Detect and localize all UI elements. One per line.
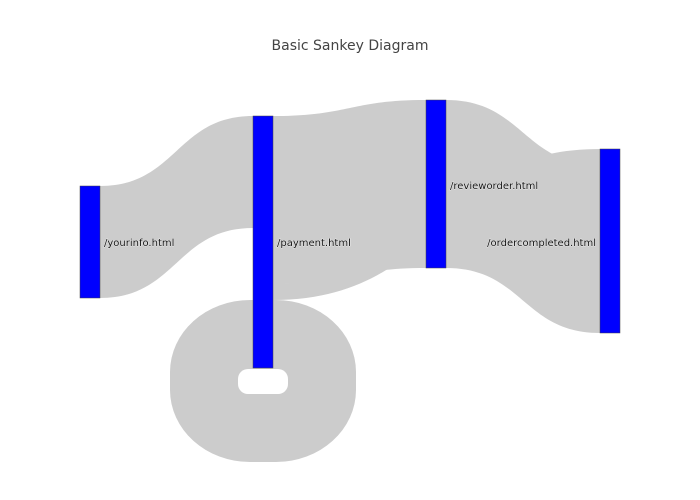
links bbox=[100, 100, 600, 462]
node-payment[interactable] bbox=[252, 115, 274, 369]
node-label-ordercompleted: /ordercompleted.html bbox=[487, 238, 596, 249]
nodes bbox=[79, 99, 621, 394]
node-labels: /yourinfo.html /payment.html /revieworde… bbox=[104, 181, 597, 250]
chart-title: Basic Sankey Diagram bbox=[272, 38, 429, 54]
self-loop-gap bbox=[238, 369, 288, 394]
node-label-revieworder: /revieworder.html bbox=[450, 181, 538, 192]
node-label-yourinfo: /yourinfo.html bbox=[104, 238, 174, 249]
node-ordercompleted[interactable] bbox=[599, 148, 621, 334]
link-yourinfo-to-payment[interactable] bbox=[100, 116, 253, 298]
node-label-payment: /payment.html bbox=[277, 238, 351, 249]
node-yourinfo[interactable] bbox=[79, 185, 101, 299]
node-revieworder[interactable] bbox=[425, 99, 447, 269]
link-payment-to-revieworder[interactable] bbox=[273, 100, 426, 284]
link-revieworder-to-ordercompleted[interactable] bbox=[446, 100, 600, 333]
